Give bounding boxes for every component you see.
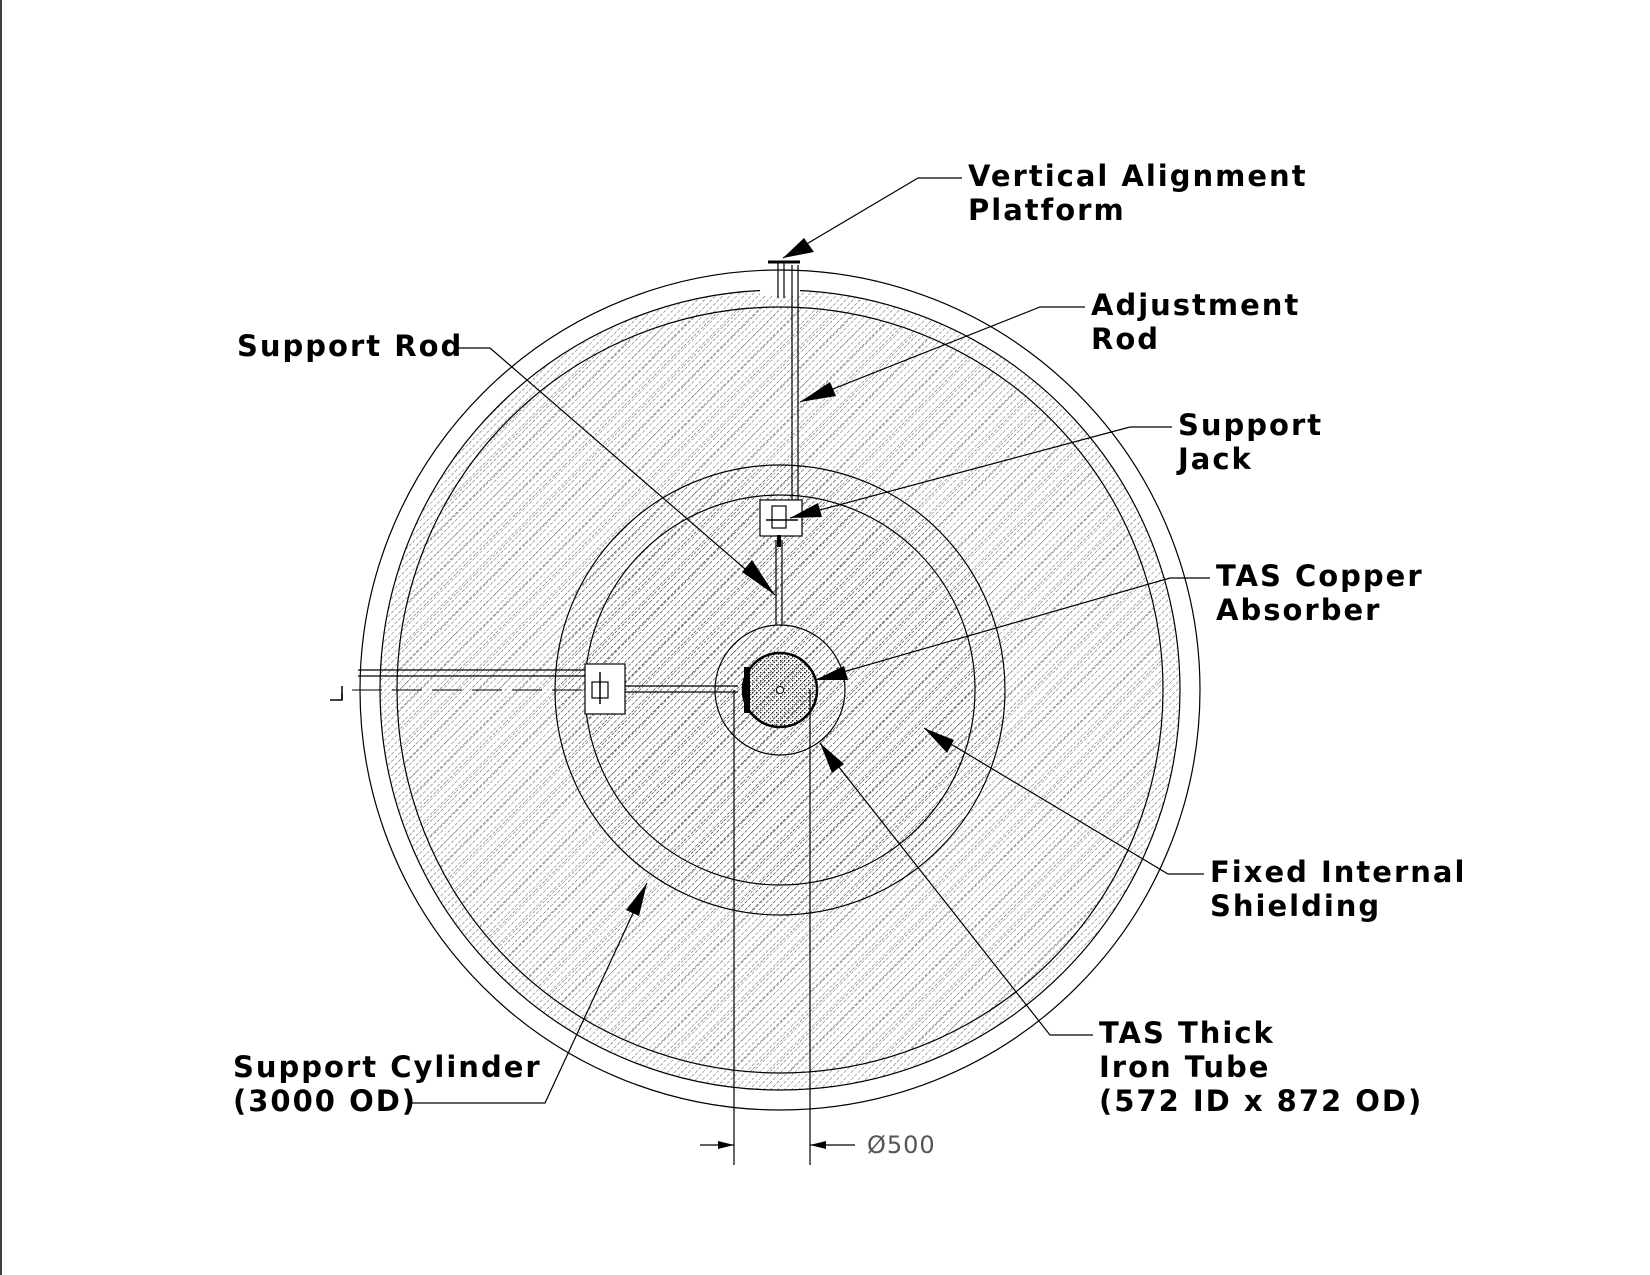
label-support-rod: Support Rod [237,329,463,363]
leader-support-cylinder [410,882,648,1104]
leader-support-jack [789,426,1172,519]
leader-vertical-alignment-platform [782,177,962,259]
label-adjustment-rod: Adjustment Rod [1091,288,1312,356]
label-fixed-internal-shielding: Fixed Internal Shielding [1210,855,1479,923]
leader-adjustment-rod [799,306,1085,403]
leader-tas-thick-iron-tube [819,742,1093,1036]
label-tas-copper-absorber: TAS Copper Absorber [1216,559,1436,627]
label-vertical-alignment-platform: Vertical Alignment Platform [968,159,1320,227]
upper-support-jack [759,499,803,537]
leader-support-rod [455,347,776,596]
label-support-cylinder: Support Cylinder (3000 OD) [233,1050,554,1118]
left-support-jack [584,663,626,715]
dimension-diameter: Ø500 [867,1131,936,1159]
label-support-jack: Support Jack [1176,408,1335,476]
beam-centre [776,686,784,694]
label-tas-thick-iron-tube: TAS Thick Iron Tube (572 ID x 872 OD) [1099,1016,1423,1118]
leader-tas-copper-absorber [814,577,1210,681]
leader-fixed-internal-shielding [923,727,1204,875]
